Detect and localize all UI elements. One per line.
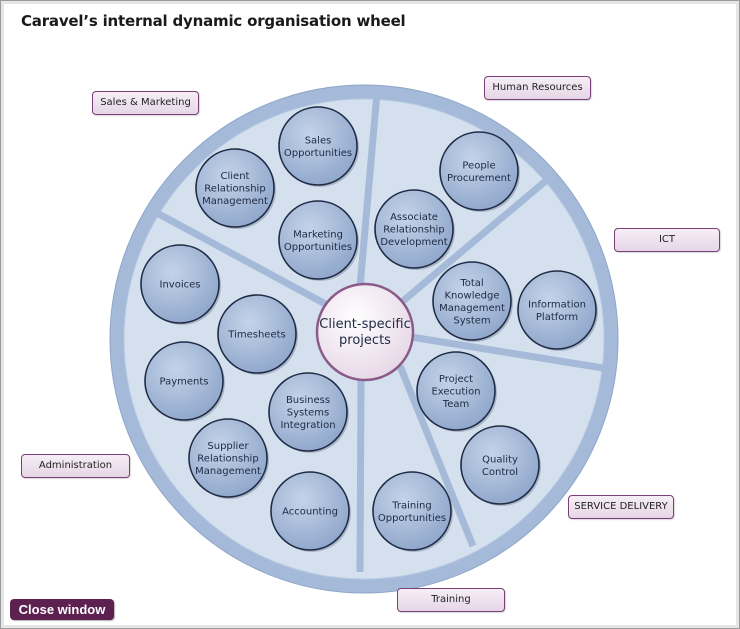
node-circle bbox=[278, 106, 358, 186]
node-label: Timesheets bbox=[227, 330, 285, 341]
node-label: Accounting bbox=[282, 507, 338, 518]
label-sales-marketing[interactable]: Sales & Marketing bbox=[92, 91, 199, 115]
label-training[interactable]: Training bbox=[397, 588, 505, 612]
node-invoices[interactable]: Invoices bbox=[140, 244, 221, 325]
node-circle bbox=[268, 372, 348, 452]
wheel-spoke bbox=[356, 92, 381, 288]
node-circle bbox=[217, 294, 297, 374]
wheel-spokes bbox=[155, 92, 604, 573]
label-administration[interactable]: Administration bbox=[21, 454, 130, 478]
node-label: Payments bbox=[160, 377, 209, 388]
node-circle bbox=[140, 244, 220, 324]
node-label: Invoices bbox=[160, 280, 201, 291]
wheel-spoke bbox=[356, 379, 365, 573]
node-circle bbox=[517, 270, 597, 350]
wheel-spoke bbox=[400, 176, 551, 304]
label-human-resources[interactable]: Human Resources bbox=[484, 76, 591, 100]
node-circle bbox=[432, 261, 512, 341]
node-circle bbox=[416, 351, 496, 431]
wheel-spoke bbox=[396, 364, 477, 548]
page-title: Caravel’s internal dynamic organisation … bbox=[21, 12, 406, 30]
node-circle bbox=[144, 341, 224, 421]
node-circle bbox=[460, 425, 540, 505]
label-service-delivery[interactable]: SERVICE DELIVERY bbox=[568, 495, 674, 519]
node-accounting[interactable]: Accounting bbox=[270, 471, 351, 552]
wheel-spoke bbox=[155, 209, 333, 311]
node-circle bbox=[278, 200, 358, 280]
label-ict[interactable]: ICT bbox=[614, 228, 720, 252]
node-payments[interactable]: Payments bbox=[144, 341, 225, 422]
node-circle bbox=[195, 148, 275, 228]
node-circle bbox=[188, 418, 268, 498]
close-window-button[interactable]: Close window bbox=[10, 599, 114, 620]
node-circle bbox=[439, 131, 519, 211]
wheel-spoke bbox=[410, 333, 604, 372]
node-timesheets[interactable]: Timesheets bbox=[217, 294, 298, 375]
node-circle bbox=[270, 471, 350, 551]
node-circle bbox=[374, 189, 454, 269]
node-circle bbox=[372, 471, 452, 551]
